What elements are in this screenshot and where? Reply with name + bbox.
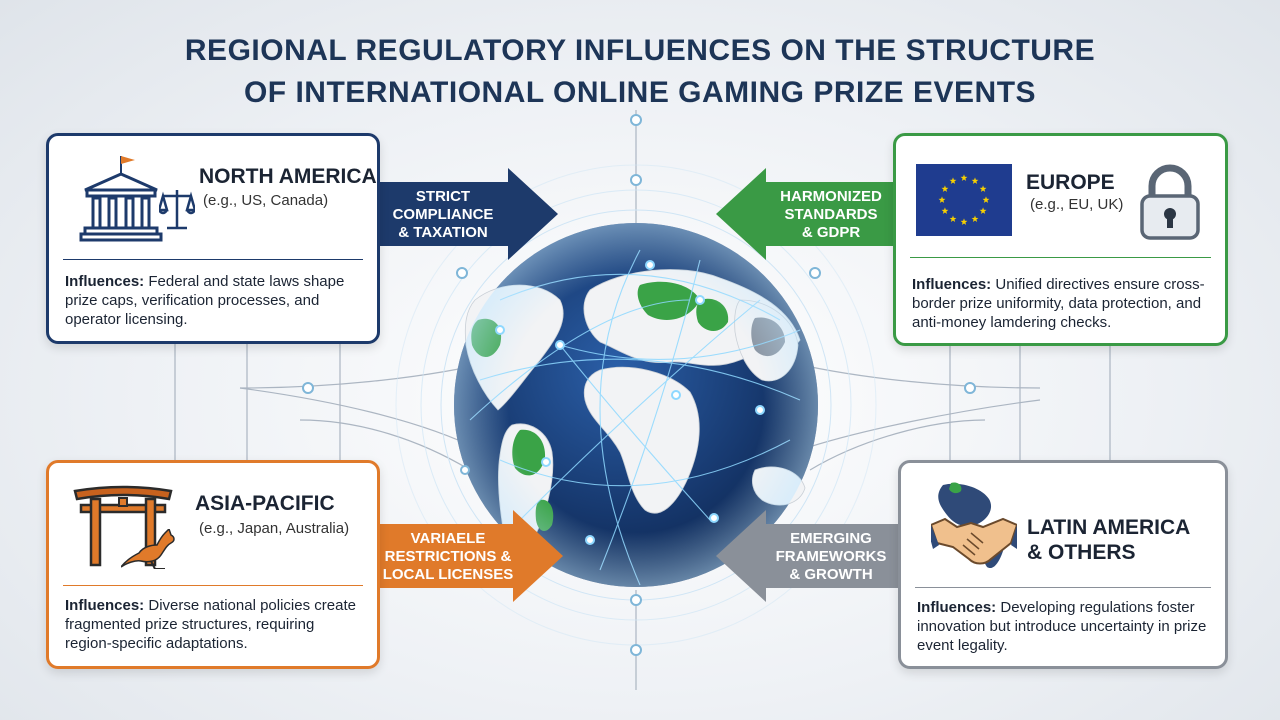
eu-star bbox=[982, 196, 990, 203]
arrow-na-line-3: & TAXATION bbox=[398, 224, 488, 241]
arrow-eu-line-2: STANDARDS bbox=[784, 206, 878, 223]
card-asia-pacific: ASIA-PACIFIC (e.g., Japan, Australia) In… bbox=[46, 460, 380, 669]
region-name: EUROPE bbox=[1026, 171, 1115, 194]
influence-text: Diverse national policies create fragmen… bbox=[65, 597, 356, 652]
region-name: NORTH AMERICA bbox=[199, 165, 377, 188]
arrow-right-shape bbox=[368, 510, 563, 602]
region-name-line-1: LATIN AMERICA bbox=[1027, 516, 1191, 539]
region-examples: (e.g., EU, UK) bbox=[1030, 196, 1124, 213]
card-divider bbox=[910, 257, 1211, 258]
region-influence: Influences: Developing regulations foste… bbox=[917, 598, 1213, 655]
arrow-latin-america: EMERGING FRAMEWORKS & GROWTH bbox=[716, 510, 908, 602]
padlock-icon bbox=[1140, 164, 1200, 240]
globe-icon bbox=[454, 223, 818, 587]
arrow-ap-line-1: VARIAELE bbox=[410, 530, 486, 547]
card-divider bbox=[915, 587, 1211, 588]
title-line-1: REGIONAL REGULATORY INFLUENCES ON THE ST… bbox=[184, 34, 1096, 67]
eu-star bbox=[960, 174, 968, 181]
eu-star bbox=[971, 215, 979, 222]
arrow-la-line-1: EMERGING bbox=[790, 530, 872, 547]
arrow-eu-line-1: HARMONIZED bbox=[780, 188, 882, 205]
influence-text: Unified directives ensure cross-border p… bbox=[912, 276, 1205, 331]
influence-text: Developing regulations foster innovation… bbox=[917, 599, 1207, 654]
eu-star bbox=[938, 196, 946, 203]
government-building-icon bbox=[79, 156, 163, 242]
card-north-america: NORTH AMERICA (e.g., US, Canada) Influen… bbox=[46, 133, 380, 344]
arrow-europe: HARMONIZED STANDARDS & GDPR bbox=[716, 168, 906, 260]
arrow-na-line-2: COMPLIANCE bbox=[392, 206, 494, 223]
arrow-right-shape bbox=[368, 168, 558, 260]
card-divider bbox=[63, 585, 363, 586]
arrow-la-line-2: FRAMEWORKS bbox=[775, 548, 887, 565]
eu-star bbox=[971, 177, 979, 184]
arrow-asia-pacific: VARIAELE RESTRICTIONS & LOCAL LICENSES bbox=[368, 510, 563, 602]
arrow-na-line-1: STRICT bbox=[415, 188, 471, 205]
influences-label: Influences: bbox=[917, 599, 997, 616]
region-name: ASIA-PACIFIC bbox=[195, 492, 335, 515]
region-name-line-2: & OTHERS bbox=[1027, 541, 1136, 564]
kangaroo-icon bbox=[121, 529, 175, 569]
region-examples: (e.g., US, Canada) bbox=[203, 192, 329, 209]
eu-star bbox=[941, 207, 949, 214]
eu-star bbox=[979, 207, 987, 214]
eu-star bbox=[960, 218, 968, 225]
region-examples: (e.g., Japan, Australia) bbox=[199, 520, 350, 537]
card-latin-america: LATIN AMERICA & OTHERS Influences: Devel… bbox=[898, 460, 1228, 669]
handshake-icon bbox=[931, 517, 1017, 565]
region-influence: Influences: Diverse national policies cr… bbox=[65, 596, 365, 653]
arrow-left-shape bbox=[716, 510, 908, 602]
eu-star bbox=[979, 185, 987, 192]
scales-of-justice-icon bbox=[159, 190, 195, 230]
arrow-ap-line-3: LOCAL LICENSES bbox=[382, 566, 514, 583]
title-line-2: OF INTERNATIONAL ONLINE GAMING PRIZE EVE… bbox=[243, 76, 1037, 109]
eu-star bbox=[949, 215, 957, 222]
region-influence: Influences: Federal and state laws shape… bbox=[65, 272, 365, 329]
card-divider bbox=[63, 259, 363, 260]
arrow-north-america: STRICT COMPLIANCE & TAXATION bbox=[368, 168, 558, 260]
influences-label: Influences: bbox=[65, 273, 145, 290]
arrow-ap-line-2: RESTRICTIONS & bbox=[384, 548, 512, 565]
torii-gate-icon bbox=[73, 485, 173, 567]
influences-label: Influences: bbox=[912, 276, 992, 293]
influence-text: Federal and state laws shape prize caps,… bbox=[65, 273, 345, 328]
page-title: REGIONAL REGULATORY INFLUENCES ON THE ST… bbox=[0, 30, 1280, 114]
eu-star bbox=[949, 177, 957, 184]
region-name: LATIN AMERICA & OTHERS bbox=[1027, 515, 1190, 565]
eu-flag-icon bbox=[916, 164, 1012, 236]
arrow-left-shape bbox=[716, 168, 906, 260]
region-influence: Influences: Unified directives ensure cr… bbox=[912, 275, 1213, 332]
arrow-eu-line-3: & GDPR bbox=[801, 224, 861, 241]
influences-label: Influences: bbox=[65, 597, 145, 614]
arrow-la-line-3: & GROWTH bbox=[789, 566, 873, 583]
card-europe: EUROPE (e.g., EU, UK) Influences: Unifie… bbox=[893, 133, 1228, 346]
eu-star bbox=[941, 185, 949, 192]
